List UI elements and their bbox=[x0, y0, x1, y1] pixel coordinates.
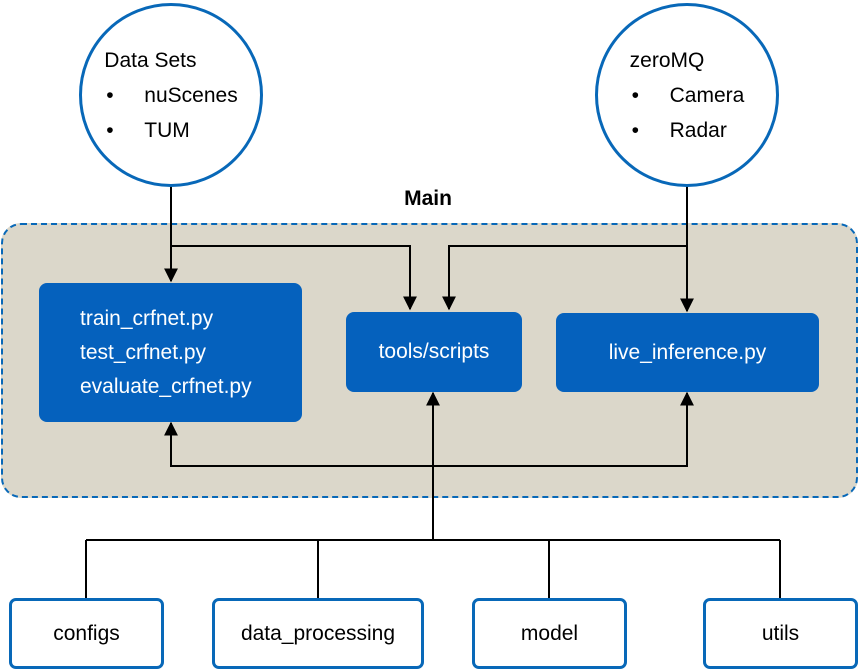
zeromq-circle: zeroMQ Camera Radar bbox=[595, 3, 779, 187]
module-configs-label: configs bbox=[53, 621, 120, 645]
zeromq-item-radar: Radar bbox=[630, 113, 745, 148]
module-data-processing-label: data_processing bbox=[240, 621, 396, 645]
main-title: Main bbox=[404, 187, 452, 210]
zeromq-title: zeroMQ bbox=[629, 48, 705, 72]
evaluate-script-label: evaluate_crfnet.py bbox=[80, 374, 252, 398]
modules-to-train-connector bbox=[164, 421, 433, 467]
module-data-processing-box: data_processing bbox=[212, 598, 424, 669]
module-configs-box: configs bbox=[9, 598, 164, 669]
module-model-label: model bbox=[520, 621, 579, 645]
train-script-label: train_crfnet.py bbox=[80, 306, 214, 330]
zeromq-to-tools-connector bbox=[442, 245, 687, 311]
datasets-item-nuscenes: nuScenes bbox=[104, 78, 237, 113]
live-inference-label: live_inference.py bbox=[608, 340, 767, 364]
modules-to-live-connector bbox=[433, 391, 694, 467]
train-scripts-box: train_crfnet.py test_crfnet.py evaluate_… bbox=[39, 283, 302, 422]
zeromq-item-camera: Camera bbox=[630, 78, 745, 113]
module-model-box: model bbox=[472, 598, 627, 669]
datasets-to-tools-connector bbox=[171, 245, 417, 311]
test-script-label: test_crfnet.py bbox=[80, 340, 207, 364]
datasets-circle: Data Sets nuScenes TUM bbox=[79, 3, 263, 187]
live-inference-box: live_inference.py bbox=[556, 313, 819, 392]
datasets-title: Data Sets bbox=[104, 48, 197, 72]
module-utils-box: utils bbox=[703, 598, 858, 669]
module-utils-label: utils bbox=[761, 621, 800, 645]
tools-scripts-label: tools/scripts bbox=[378, 340, 490, 363]
tools-scripts-box: tools/scripts bbox=[346, 312, 522, 392]
datasets-item-tum: TUM bbox=[104, 113, 237, 148]
